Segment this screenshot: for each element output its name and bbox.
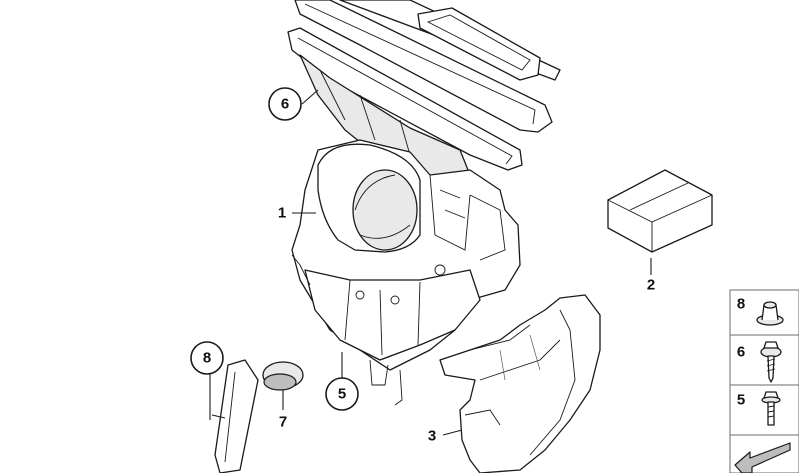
leader-lines: [209, 89, 652, 436]
label-2: 2: [647, 277, 655, 294]
panel-label-8: 8: [737, 296, 745, 313]
washer-screw-icon: [760, 341, 782, 383]
panel-label-5: 5: [737, 392, 745, 409]
drain-hose: [211, 359, 304, 473]
cabin-filter-seal: [417, 7, 541, 81]
callout-5-bottom: 5: [325, 377, 359, 411]
fastener-panel: 8 6 5: [729, 289, 799, 473]
callout-8-left: 8: [190, 341, 224, 375]
svg-text:5: 5: [338, 386, 346, 403]
label-1: 1: [278, 205, 286, 222]
svg-text:8: 8: [203, 350, 211, 367]
upper-duct-gasket: [287, 27, 523, 181]
arrow-icon: [734, 442, 791, 473]
panel-label-6: 6: [737, 344, 745, 361]
label-3: 3: [428, 428, 436, 445]
blower-housing: [291, 139, 521, 406]
lower-cover: [439, 294, 601, 473]
callout-6-top: 6: [268, 87, 302, 121]
foam-block: [607, 169, 713, 253]
bolt-icon: [761, 391, 781, 426]
svg-text:6: 6: [281, 96, 289, 113]
push-clip-icon: [756, 301, 784, 326]
label-7: 7: [279, 414, 287, 431]
